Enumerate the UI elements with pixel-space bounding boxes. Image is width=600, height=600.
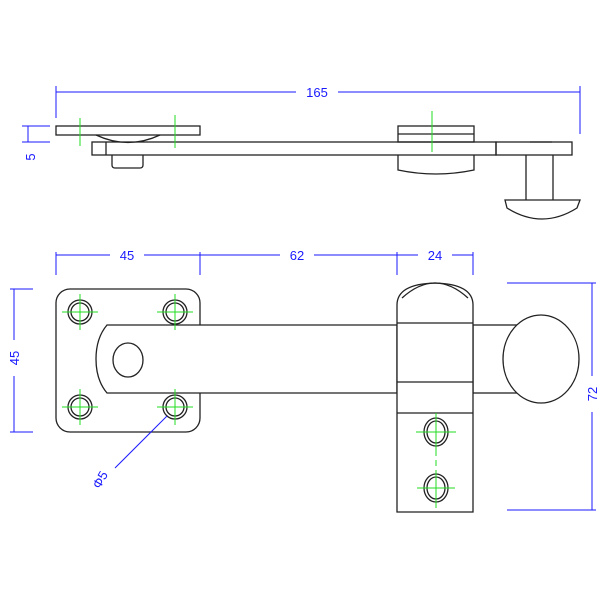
- dimension-72: 72: [507, 282, 600, 511]
- hinged-bar: [95, 324, 398, 394]
- screw-hole: [62, 389, 98, 425]
- knob-side: [504, 141, 581, 220]
- dimension-label-5: 5: [23, 153, 38, 160]
- dimension-label-45-width: 45: [120, 248, 134, 263]
- screw-hole: [157, 294, 193, 330]
- dimension-5: 5: [22, 125, 50, 161]
- bar-pivot-hole: [112, 342, 144, 378]
- hole-diameter-callout: Φ5: [89, 415, 168, 491]
- dimension-label-165: 165: [306, 85, 328, 100]
- screw-hole: [416, 413, 456, 450]
- screw-holes: [62, 294, 456, 508]
- bar-end-side: [495, 141, 573, 156]
- dimension-label-62: 62: [290, 248, 304, 263]
- screw-hole: [157, 389, 193, 425]
- bar-rivet: [111, 155, 144, 169]
- bar-side: [91, 141, 497, 156]
- dimension-label-72: 72: [585, 387, 600, 401]
- dimension-label-24: 24: [428, 248, 442, 263]
- top-view: 165 5: [22, 85, 581, 220]
- dimension-label-45-height: 45: [7, 351, 22, 365]
- dimension-165: 165: [55, 85, 581, 134]
- mounting-plate-side: [55, 125, 201, 136]
- knob: [502, 314, 580, 404]
- screw-hole: [417, 470, 455, 508]
- keep-bottom: [397, 155, 475, 175]
- front-view: 45 62 24 45 72: [7, 248, 600, 513]
- screw-hole: [62, 294, 98, 330]
- dimension-45-height: 45: [7, 288, 33, 433]
- hole-diameter-label: Φ5: [89, 468, 111, 491]
- dimension-chain-top: 45 62 24: [55, 248, 474, 275]
